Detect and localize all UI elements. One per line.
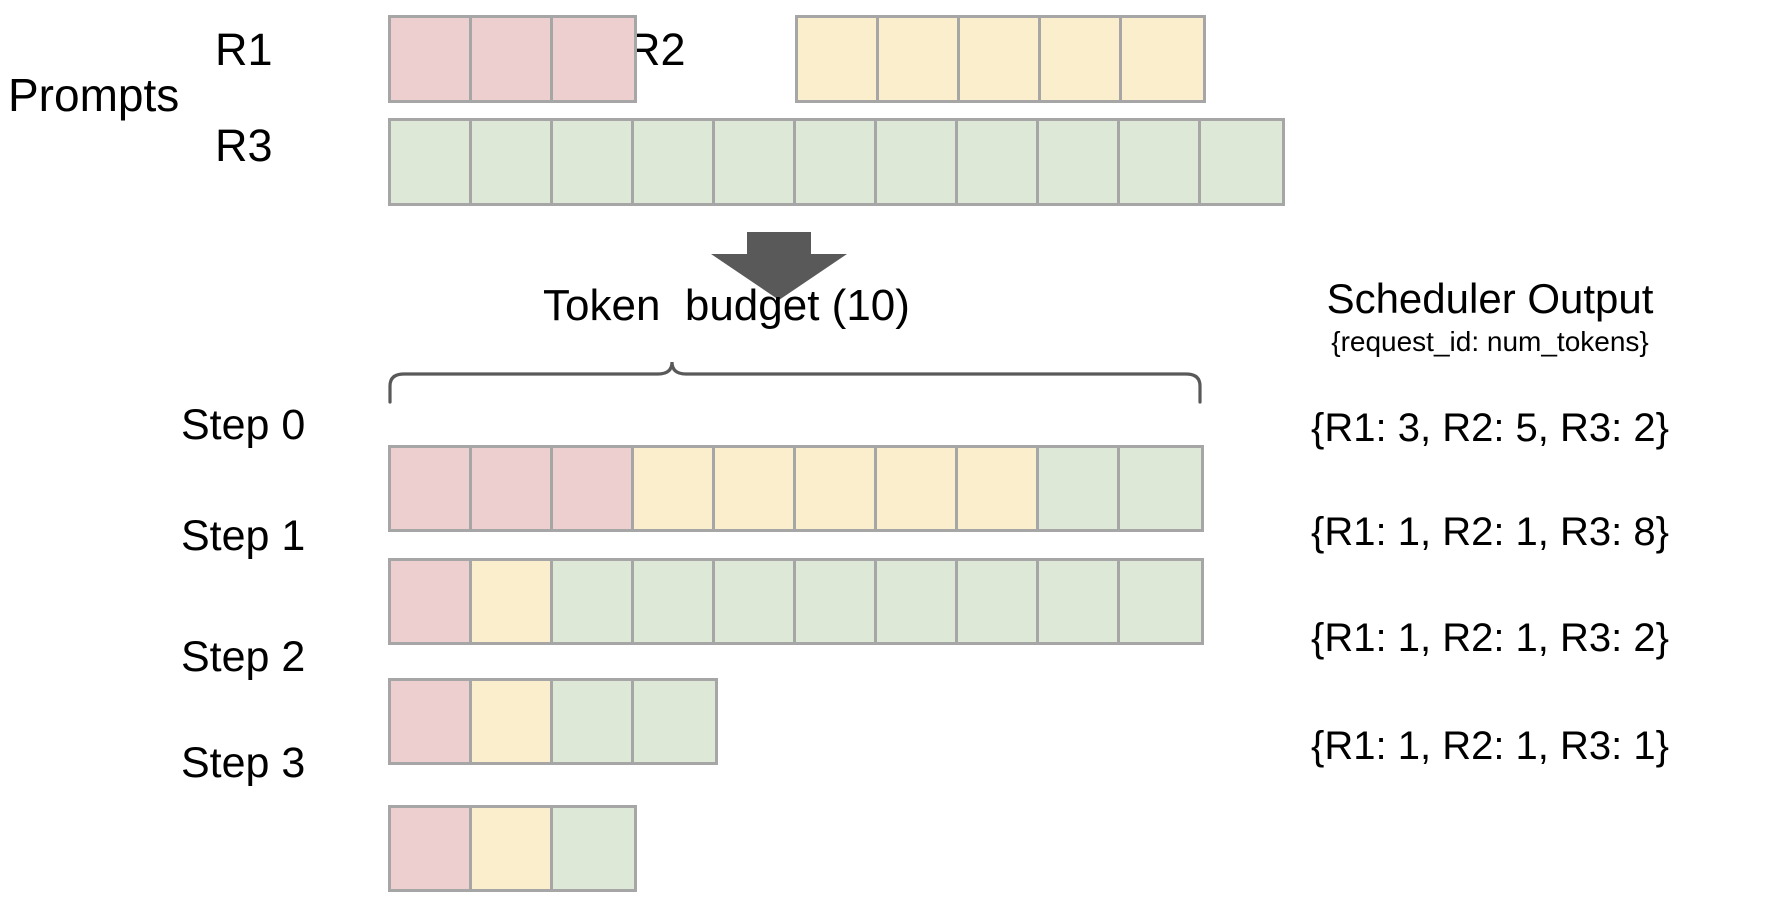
- step-0-cell-3: [634, 448, 715, 529]
- step-0-cell-6: [877, 448, 958, 529]
- step-1-cell-3: [634, 561, 715, 642]
- request-label-r2: R2: [628, 24, 686, 75]
- step-0-cell-4: [715, 448, 796, 529]
- prompt-r3-cell-8: [1039, 121, 1120, 203]
- step-2-cell-3: [634, 681, 715, 762]
- request-label-r1: R1: [215, 24, 273, 75]
- step-label-1: Step 1: [181, 512, 306, 560]
- scheduler-output-row-2: {R1: 1, R2: 1, R3: 2}: [1311, 616, 1669, 660]
- prompt-r2-cell-1: [879, 18, 960, 100]
- step-0-cell-0: [391, 448, 472, 529]
- step-1-cell-2: [553, 561, 634, 642]
- step-label-3: Step 3: [181, 739, 306, 787]
- prompt-r3-cell-1: [472, 121, 553, 203]
- prompt-row-r3: [388, 118, 1285, 206]
- prompt-r2-cell-0: [798, 18, 879, 100]
- prompt-r3-cell-9: [1120, 121, 1201, 203]
- step-1-cell-9: [1120, 561, 1201, 642]
- step-label-2: Step 2: [181, 633, 306, 681]
- step-0-cell-1: [472, 448, 553, 529]
- request-label-r3: R3: [215, 120, 273, 171]
- prompt-r3-cell-0: [391, 121, 472, 203]
- scheduler-output-title: Scheduler Output: [1326, 275, 1654, 322]
- prompt-r3-cell-2: [553, 121, 634, 203]
- step-0-cell-5: [796, 448, 877, 529]
- step-3-cell-2: [553, 808, 634, 889]
- prompt-r2-cell-4: [1122, 18, 1203, 100]
- prompt-r3-cell-7: [958, 121, 1039, 203]
- prompt-r1-cell-0: [391, 18, 472, 100]
- prompt-r3-cell-3: [634, 121, 715, 203]
- step-0-cell-7: [958, 448, 1039, 529]
- prompt-r1-cell-2: [553, 18, 634, 100]
- scheduler-output-row-3: {R1: 1, R2: 1, R3: 1}: [1311, 724, 1669, 768]
- prompt-r1-cell-1: [472, 18, 553, 100]
- step-2-cell-1: [472, 681, 553, 762]
- step-0-cell-8: [1039, 448, 1120, 529]
- scheduler-output-subtitle: {request_id: num_tokens}: [1331, 326, 1649, 357]
- step-row-0: [388, 445, 1204, 532]
- scheduler-output-row-0: {R1: 3, R2: 5, R3: 2}: [1311, 406, 1669, 450]
- step-1-cell-7: [958, 561, 1039, 642]
- prompts-section-label: Prompts: [8, 69, 180, 121]
- step-label-0: Step 0: [181, 401, 306, 449]
- prompt-r2-cell-2: [960, 18, 1041, 100]
- prompt-row-r2: [795, 15, 1206, 103]
- step-row-3: [388, 805, 637, 892]
- step-1-cell-8: [1039, 561, 1120, 642]
- step-1-cell-0: [391, 561, 472, 642]
- step-0-cell-2: [553, 448, 634, 529]
- step-3-cell-0: [391, 808, 472, 889]
- step-row-2: [388, 678, 718, 765]
- step-2-cell-0: [391, 681, 472, 762]
- step-row-1: [388, 558, 1204, 645]
- prompt-row-r1: [388, 15, 637, 103]
- prompt-r3-cell-10: [1201, 121, 1282, 203]
- prompt-r3-cell-6: [877, 121, 958, 203]
- token-budget-brace: [380, 358, 1210, 404]
- token-budget-label: Token budget (10): [543, 281, 910, 330]
- step-3-cell-1: [472, 808, 553, 889]
- step-1-cell-4: [715, 561, 796, 642]
- step-1-cell-6: [877, 561, 958, 642]
- step-0-cell-9: [1120, 448, 1201, 529]
- step-1-cell-5: [796, 561, 877, 642]
- scheduler-output-row-1: {R1: 1, R2: 1, R3: 8}: [1311, 510, 1669, 554]
- prompt-r3-cell-4: [715, 121, 796, 203]
- step-2-cell-2: [553, 681, 634, 762]
- step-1-cell-1: [472, 561, 553, 642]
- prompt-r3-cell-5: [796, 121, 877, 203]
- prompt-r2-cell-3: [1041, 18, 1122, 100]
- down-arrow-icon: [700, 232, 880, 302]
